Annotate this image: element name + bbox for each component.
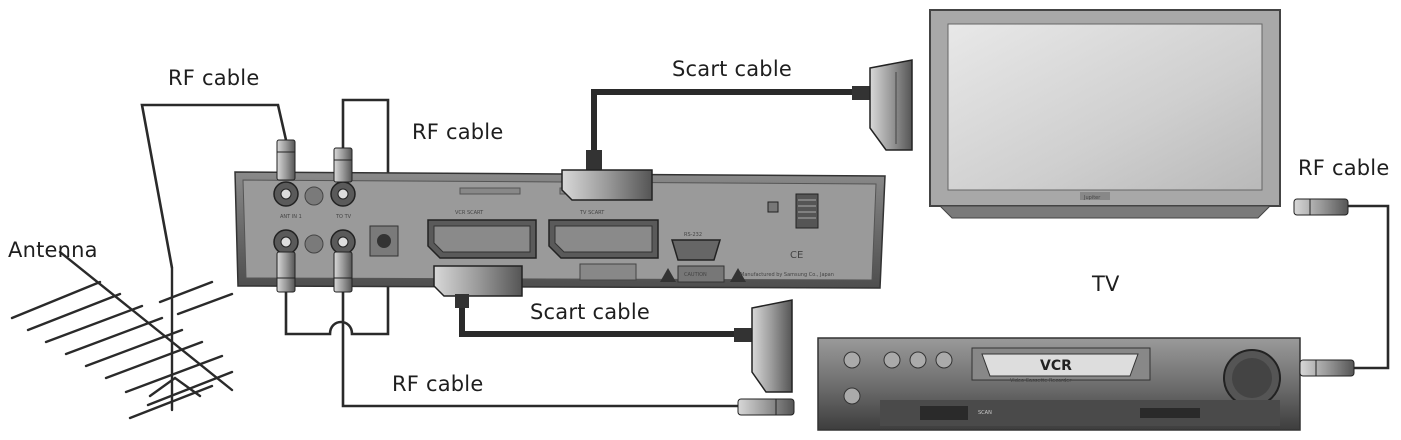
receiver-rear-panel: ANT IN 1 TO TV VCR SCART TV SCART RS-232… <box>234 171 886 289</box>
scart-plug-vcr <box>734 299 793 393</box>
vcr-label: VCR <box>1040 358 1072 374</box>
label-caution: CAUTION <box>684 272 707 278</box>
rf-plug-loop-bottom <box>276 251 296 293</box>
label-antenna: Antenna <box>8 238 98 262</box>
cable-antenna-to-receiver <box>140 103 288 269</box>
label-rf-cable-antenna: RF cable <box>168 66 260 90</box>
label-rf-in: ANT IN 1 <box>280 214 302 220</box>
label-tv: TV <box>1092 272 1120 296</box>
scart-plug-tv <box>852 59 913 151</box>
cable-scart-to-vcr <box>459 299 741 337</box>
label-vcr-scart: VCR SCART <box>455 210 484 216</box>
label-ce: CE <box>790 250 803 261</box>
rf-plug-to-vcr <box>333 251 353 293</box>
label-scart-cable-vcr: Scart cable <box>530 300 650 324</box>
vcr-sublabel: Video Cassette Recorder <box>1010 378 1072 384</box>
vcr-scart-socket <box>427 219 537 259</box>
tv-brand: Jupiter <box>1083 195 1101 201</box>
label-rf-cable-loop: RF cable <box>412 120 504 144</box>
tv-out-connector <box>330 181 356 255</box>
scart-plug-vcr-side-receiver <box>433 265 523 308</box>
cable-scart-to-tv <box>591 89 861 163</box>
rf-plug-tv <box>1293 198 1349 216</box>
vcr-device: VCR Video Cassette Recorder SCAN <box>817 337 1301 431</box>
vcr-brand: SCAN <box>978 410 992 416</box>
rs232-port <box>670 239 722 261</box>
rf-plug-loop-top <box>333 147 353 183</box>
label-rf-cable-vcr: RF cable <box>392 372 484 396</box>
tv-set: Jupiter <box>929 9 1281 219</box>
cable-rf-tv-to-vcr <box>1348 204 1390 370</box>
label-tv-scart: TV SCART <box>579 210 605 216</box>
rf-in-connector <box>273 181 299 255</box>
rf-plug-vcr-receiver <box>737 398 795 416</box>
label-scart-cable-tv: Scart cable <box>672 57 792 81</box>
label-tv-out: TO TV <box>335 214 352 220</box>
rf-plug-vcr-tv <box>1299 359 1355 377</box>
label-maker: Manufactured by Samsung Co., Japan <box>740 272 834 278</box>
scart-plug-tv-side-receiver <box>561 150 653 201</box>
antenna-icon <box>10 250 234 420</box>
rf-plug-antenna <box>276 139 296 181</box>
label-rf-cable-tv: RF cable <box>1298 156 1390 180</box>
label-rs232: RS-232 <box>684 232 702 238</box>
tv-scart-socket <box>548 219 659 259</box>
cable-rf-receiver-to-vcr <box>341 290 740 408</box>
